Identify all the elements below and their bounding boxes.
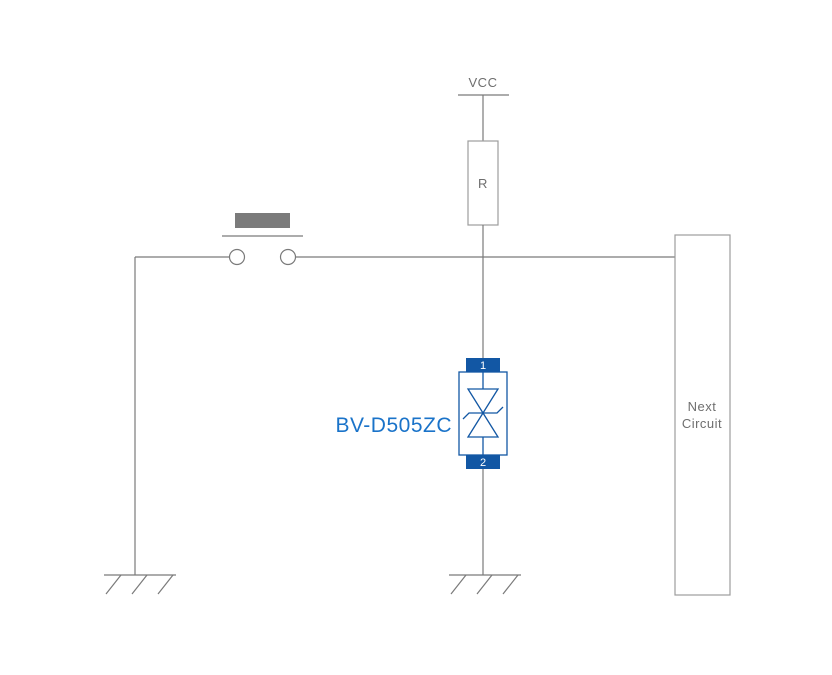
tvs-pin1 [466, 358, 500, 372]
ground-center-hatch-1 [450, 574, 467, 595]
push-button-cap [235, 213, 290, 228]
tvs-pin2 [466, 455, 500, 469]
ground-left-hatch-2 [131, 574, 148, 595]
tvs-top-triangle [466, 388, 500, 415]
ground-left-hatch-1 [105, 574, 122, 595]
ground-center [449, 574, 521, 595]
push-button-terminal-right [279, 248, 297, 266]
ground-left-hatch-3 [157, 574, 174, 595]
next-circuit-label-line1: Next [688, 399, 717, 414]
tvs-pin2-label: 2 [480, 457, 486, 469]
ground-center-hatch-3 [502, 574, 519, 595]
resistor [467, 140, 499, 226]
push-button-terminal-left [228, 248, 246, 266]
tvs-symbol [462, 372, 504, 455]
push-button [222, 213, 303, 266]
tvs-pin1-label: 1 [480, 360, 486, 372]
component-label: BV-D505ZC [335, 414, 452, 437]
ground-center-hatch-2 [476, 574, 493, 595]
resistor-label: R [478, 176, 488, 191]
tvs-bottom-triangle [466, 411, 500, 438]
ground-left [104, 574, 176, 595]
vcc-label: VCC [469, 75, 498, 90]
next-circuit-box [674, 234, 731, 596]
next-circuit-label-line2: Circuit [682, 416, 722, 431]
next-circuit-block: Next Circuit [674, 234, 731, 596]
tvs-component: 1 2 [458, 358, 508, 469]
